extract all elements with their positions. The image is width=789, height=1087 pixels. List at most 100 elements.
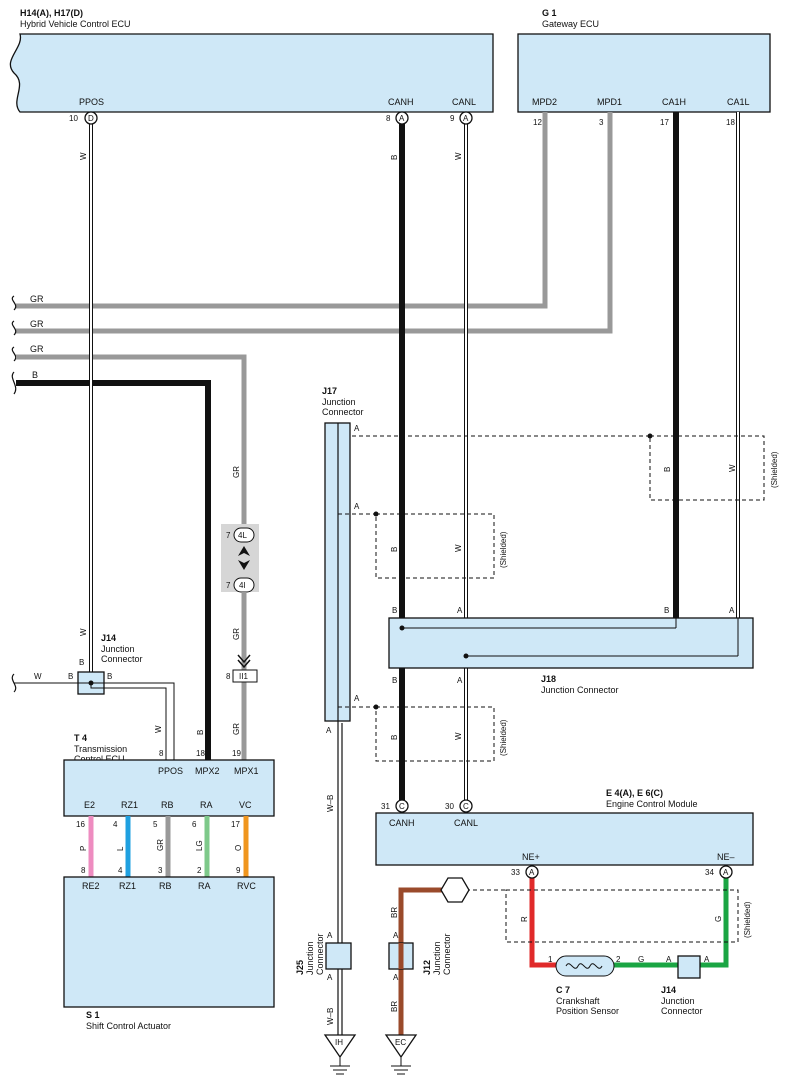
hv-ecu-id: H14(A), H17(D): [20, 8, 83, 18]
svg-text:A: A: [399, 114, 405, 123]
coil-icon: [565, 963, 603, 969]
svg-text:GR: GR: [232, 723, 241, 735]
svg-text:1: 1: [548, 955, 553, 964]
svg-text:A: A: [457, 606, 463, 615]
svg-text:A: A: [723, 868, 729, 877]
wire-color-label: P: [79, 846, 88, 851]
j12-connector: A A J12 Junction Connector EC: [384, 931, 452, 1075]
pin-num-9: 9: [450, 114, 455, 123]
tcm-pin-number: 5: [153, 820, 158, 829]
svg-text:NE+: NE+: [522, 852, 540, 862]
svg-text:R: R: [520, 916, 529, 922]
svg-text:IH: IH: [335, 1038, 343, 1047]
svg-text:GR: GR: [232, 466, 241, 478]
wire-left-b: [16, 380, 211, 760]
svg-text:Control ECU: Control ECU: [74, 754, 125, 764]
svg-text:A: A: [729, 606, 735, 615]
j25-connector: W–B A A W–B J25 Junction Connector IH: [295, 795, 357, 1075]
left-wire-3-label: GR: [30, 344, 44, 354]
j17-connector: J17 Junction Connector A A A A: [322, 386, 379, 1035]
svg-text:B: B: [390, 547, 399, 552]
ppos-wire: W: [79, 122, 93, 672]
svg-text:33: 33: [511, 868, 520, 877]
svg-text:7: 7: [226, 581, 231, 590]
tcm-pin-label: RB: [161, 800, 174, 810]
left-wire-2-label: GR: [30, 319, 44, 329]
tcm-pin-number: 6: [192, 820, 197, 829]
svg-text:8: 8: [159, 749, 164, 758]
connector-arrow-icon: [237, 654, 251, 669]
pin-num-8: 8: [386, 114, 391, 123]
svg-text:B: B: [392, 676, 397, 685]
svg-text:A: A: [704, 955, 710, 964]
svg-text:Junction: Junction: [432, 941, 442, 975]
wire-canl: W: [454, 122, 468, 800]
svg-text:30: 30: [445, 802, 454, 811]
hv-ecu-box: [9, 33, 494, 113]
svg-text:EC: EC: [395, 1038, 406, 1047]
svg-text:A: A: [327, 931, 333, 940]
svg-text:W: W: [728, 464, 737, 472]
wire-color-label: L: [116, 846, 125, 851]
left-wire-1-label: GR: [30, 294, 44, 304]
svg-text:B: B: [196, 730, 205, 735]
j18-connector: B A B A B A J18 Junction Connector: [388, 606, 754, 695]
svg-text:II1: II1: [239, 672, 248, 681]
tcm-pin-number: 4: [113, 820, 118, 829]
svg-text:W–B: W–B: [326, 1008, 335, 1025]
svg-text:NE–: NE–: [717, 852, 735, 862]
svg-text:Shift Control Actuator: Shift Control Actuator: [86, 1021, 171, 1031]
svg-text:W: W: [454, 544, 463, 552]
actuator-pin-label: RE2: [82, 881, 100, 891]
gateway-wires: GR GR: [16, 112, 740, 620]
svg-text:A: A: [354, 424, 360, 433]
left-wire-4-label: B: [32, 370, 38, 380]
actuator-pin-label: RA: [198, 881, 211, 891]
svg-text:(Shielded): (Shielded): [770, 451, 779, 488]
svg-text:A: A: [529, 868, 535, 877]
hv-ecu-name: Hybrid Vehicle Control ECU: [20, 19, 131, 29]
crank-sensor-wiring: 33 A 34 A R G (Shielded) 1 2 G A A C 7 C…: [505, 865, 752, 1016]
svg-text:A: A: [457, 676, 463, 685]
svg-text:J17: J17: [322, 386, 337, 396]
svg-text:Connector: Connector: [322, 407, 364, 417]
actuator-pin-label: RZ1: [119, 881, 136, 891]
svg-text:A: A: [354, 694, 360, 703]
svg-text:(Shielded): (Shielded): [499, 719, 508, 756]
actuator-pin-number: 9: [236, 866, 241, 875]
gateway-ecu: G 1 Gateway ECU MPD2 MPD1 CA1H CA1L 12 3…: [517, 8, 771, 127]
shield-ground: BR BR: [390, 877, 506, 1037]
svg-text:J25: J25: [295, 960, 305, 975]
wire-mpd2: [16, 112, 548, 309]
svg-text:B: B: [107, 672, 112, 681]
svg-text:Junction: Junction: [322, 397, 356, 407]
svg-text:Crankshaft: Crankshaft: [556, 996, 600, 1006]
actuator-pin-label: RVC: [237, 881, 256, 891]
gateway-name: Gateway ECU: [542, 19, 599, 29]
svg-text:A: A: [326, 726, 332, 735]
svg-text:J12: J12: [422, 960, 432, 975]
gateway-id: G 1: [542, 8, 557, 18]
connector-ii1: [232, 669, 258, 683]
svg-text:W: W: [154, 725, 163, 733]
hexagon-shield-icon: [440, 877, 470, 903]
tcm-pin-number: 16: [76, 820, 85, 829]
svg-text:W: W: [454, 152, 463, 160]
svg-text:Connector: Connector: [101, 654, 143, 664]
svg-text:W: W: [34, 672, 42, 681]
pin-ca1l: CA1L: [727, 97, 750, 107]
transmission-ecu: T 4 Transmission Control ECU 8 18 19 PPO…: [63, 733, 275, 817]
gateway-box: [517, 33, 771, 113]
svg-text:GR: GR: [232, 628, 241, 640]
wire-color-label: O: [234, 845, 243, 851]
actuator-pin-number: 4: [118, 866, 123, 875]
svg-text:B: B: [390, 735, 399, 740]
pin-ppos: PPOS: [79, 97, 104, 107]
svg-text:A: A: [354, 502, 360, 511]
svg-text:B: B: [390, 155, 399, 160]
svg-text:Junction: Junction: [305, 941, 315, 975]
svg-text:(Shielded): (Shielded): [499, 531, 508, 568]
svg-text:2: 2: [616, 955, 621, 964]
pin-mpd2: MPD2: [532, 97, 557, 107]
